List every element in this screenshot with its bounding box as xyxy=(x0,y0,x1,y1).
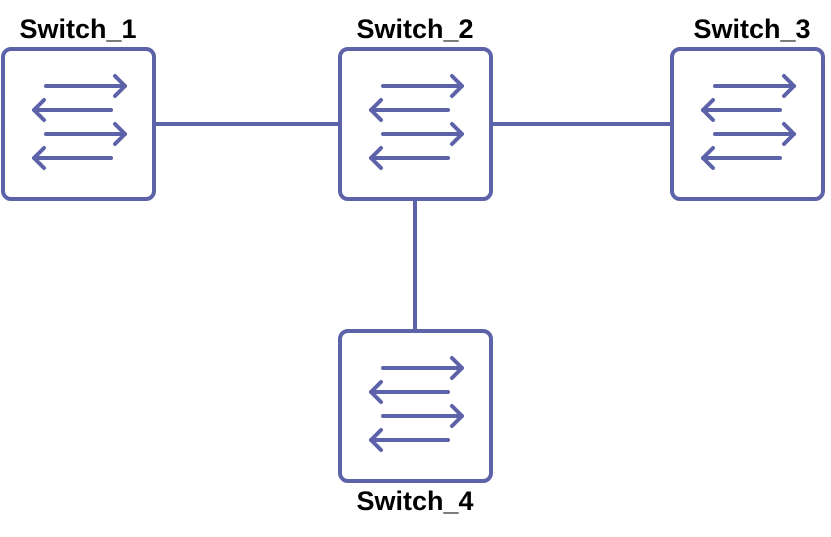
switch-4-node[interactable]: Switch_4 xyxy=(338,329,493,516)
switch-1-label: Switch_1 xyxy=(19,14,136,44)
switch-icon xyxy=(670,47,825,201)
switch-4-label: Switch_4 xyxy=(356,486,473,516)
switch-icon xyxy=(338,329,493,483)
switch-2-node[interactable]: Switch_2 xyxy=(338,14,493,201)
switch-icon xyxy=(338,47,493,201)
switch-1-node[interactable]: Switch_1 xyxy=(1,14,156,201)
switch-3-node[interactable]: Switch_3 xyxy=(670,14,825,201)
links xyxy=(154,122,672,332)
switch-icon xyxy=(1,47,156,201)
switch-3-label: Switch_3 xyxy=(693,14,810,44)
switch-2-label: Switch_2 xyxy=(356,14,473,44)
